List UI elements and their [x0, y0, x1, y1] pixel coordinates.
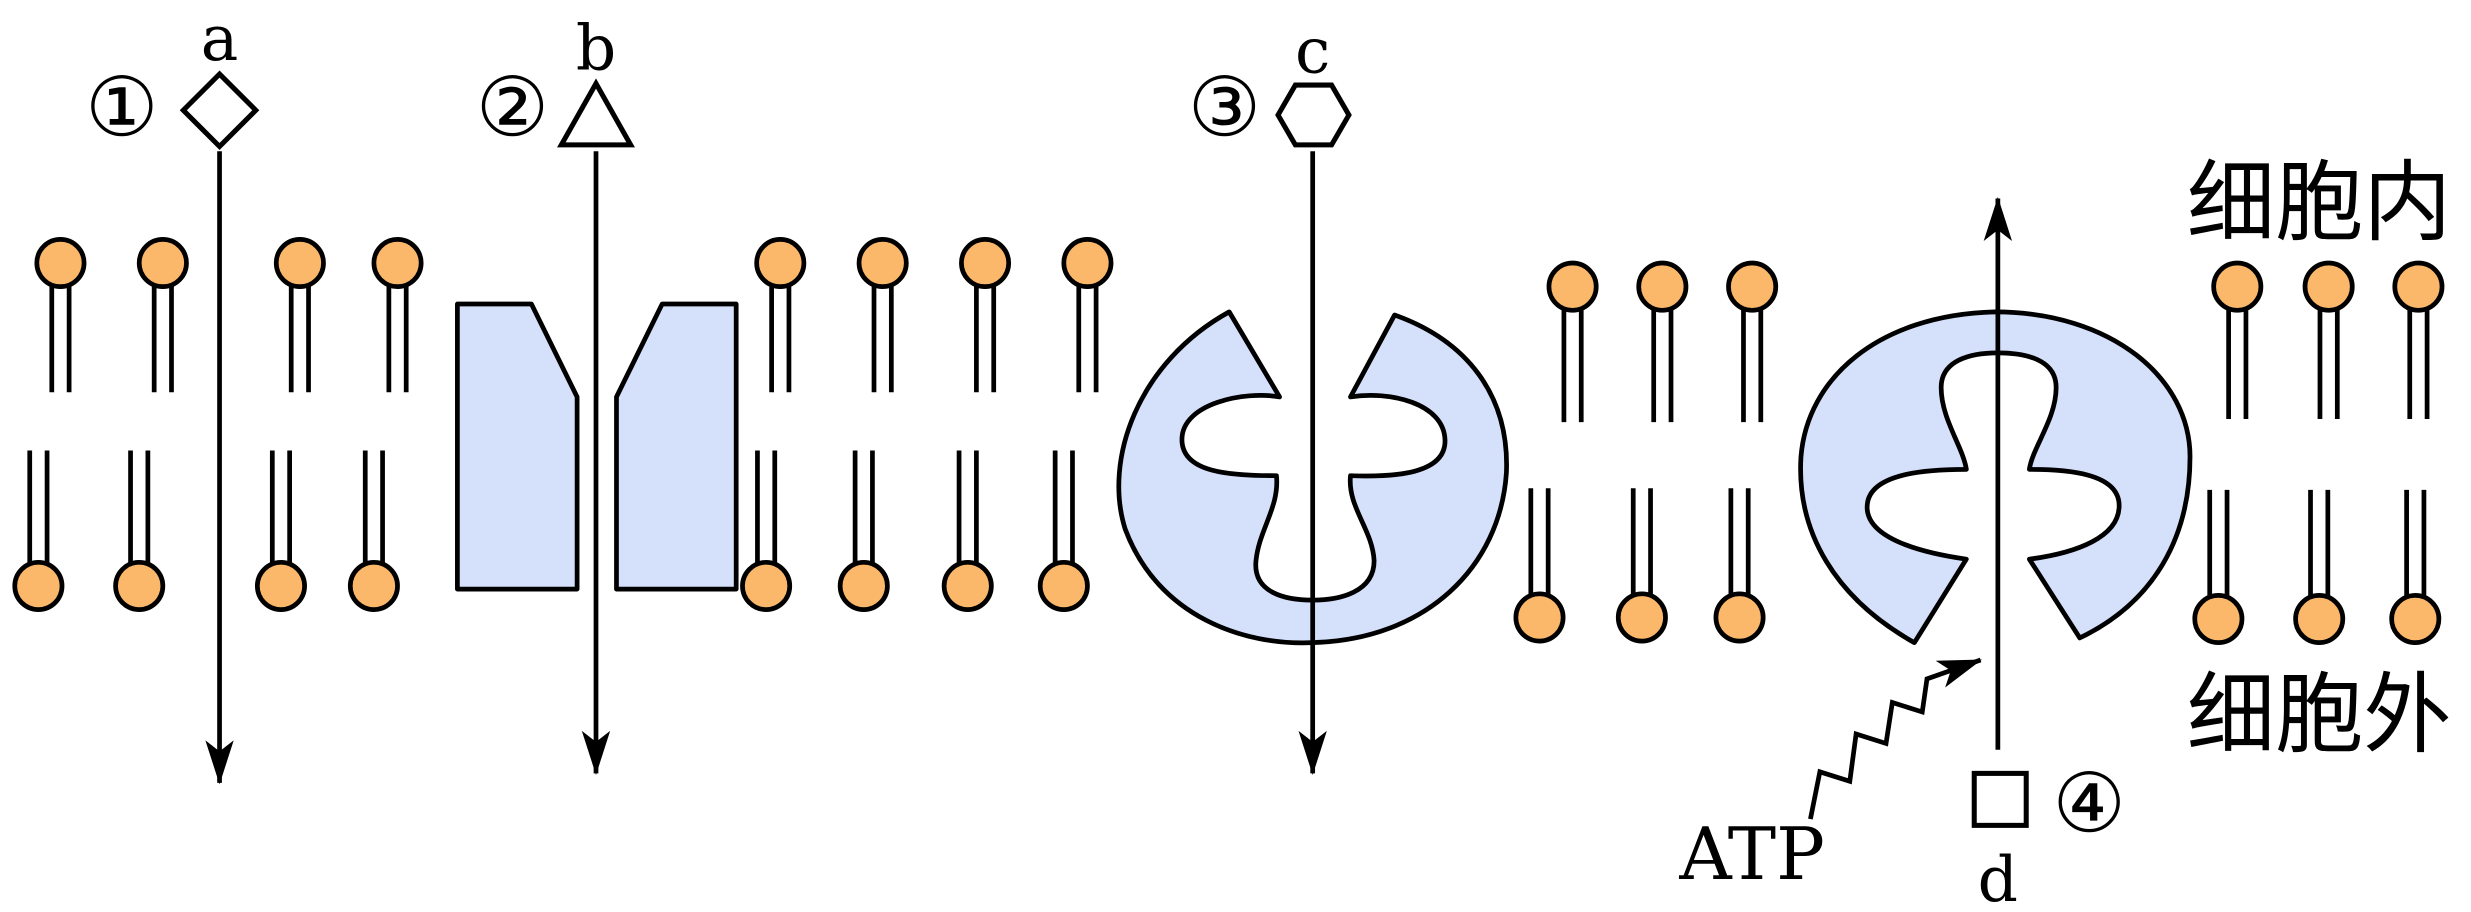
- phospholipid-head: [371, 237, 424, 290]
- phospholipid: [856, 237, 909, 393]
- phospholipid: [1546, 260, 1599, 423]
- phospholipid-head: [1061, 237, 1114, 290]
- phospholipid-head: [2293, 593, 2346, 646]
- phospholipid-head: [754, 237, 807, 290]
- phospholipid-head: [1037, 559, 1090, 612]
- substance-label-b: b: [576, 11, 616, 84]
- phospholipid: [371, 237, 424, 393]
- phospholipid-head: [347, 559, 400, 612]
- phospholipid: [347, 450, 400, 612]
- phospholipid-head: [136, 237, 189, 290]
- phospholipid: [959, 237, 1012, 393]
- phospholipid-head: [2302, 260, 2355, 313]
- phospholipid-head: [1513, 591, 1566, 644]
- substance-label-d: d: [1978, 843, 2018, 912]
- phospholipid: [1713, 488, 1766, 644]
- phospholipid-head: [2192, 593, 2245, 646]
- phospholipid: [1037, 450, 1090, 612]
- phospholipid-head: [113, 559, 166, 612]
- region-label-outside: 细胞外: [2187, 663, 2452, 766]
- substance-c-hexagon-icon: [1275, 82, 1352, 148]
- phospholipid: [113, 450, 166, 612]
- phospholipid: [1615, 488, 1668, 644]
- phospholipid-head: [12, 559, 65, 612]
- phospholipid-head: [34, 237, 87, 290]
- pathway-number-2: ②: [476, 60, 549, 155]
- carrier-protein-active: [1798, 309, 2193, 646]
- phospholipid-head: [740, 559, 793, 612]
- phospholipid: [2293, 489, 2346, 646]
- phospholipid: [837, 450, 890, 612]
- substance-label-a: a: [201, 2, 239, 75]
- phospholipid-head: [1546, 260, 1599, 313]
- atp-energy-arrow: [1808, 657, 1983, 820]
- channel-protein-right-half: [614, 301, 739, 592]
- phospholipid: [34, 237, 87, 393]
- substance-label-c: c: [1295, 14, 1330, 87]
- phospholipid: [2392, 260, 2445, 419]
- phospholipid-head: [959, 237, 1012, 290]
- phospholipid-bilayer: [12, 237, 2445, 646]
- channel-protein-left-half: [455, 301, 580, 592]
- phospholipid-head: [2211, 260, 2264, 313]
- phospholipid: [12, 450, 65, 612]
- phospholipid: [740, 450, 793, 612]
- atp-label: ATP: [1678, 813, 1824, 897]
- phospholipid: [1513, 488, 1566, 644]
- phospholipid: [2302, 260, 2355, 419]
- substance-d-square-icon: [1971, 770, 2029, 828]
- phospholipid-head: [856, 237, 909, 290]
- phospholipid: [136, 237, 189, 393]
- phospholipid-head: [273, 237, 326, 290]
- phospholipid: [254, 450, 307, 612]
- phospholipid-head: [1726, 260, 1779, 313]
- substance-a-diamond-icon: [179, 70, 260, 151]
- carrier-protein-passive: [1116, 309, 1509, 646]
- phospholipid: [2389, 489, 2442, 646]
- phospholipid: [2211, 260, 2264, 419]
- phospholipid: [1726, 260, 1779, 423]
- substance-b-triangle-icon: [557, 78, 635, 148]
- channel-protein: [455, 301, 739, 592]
- phospholipid: [1061, 237, 1114, 393]
- phospholipid: [1636, 260, 1689, 423]
- pathway-number-1: ①: [85, 60, 158, 155]
- phospholipid-head: [1615, 591, 1668, 644]
- phospholipid-head: [254, 559, 307, 612]
- phospholipid-head: [2389, 593, 2442, 646]
- phospholipid-head: [1636, 260, 1689, 313]
- pathway-number-3: ③: [1188, 60, 1261, 155]
- phospholipid-head: [941, 559, 994, 612]
- phospholipid-head: [1713, 591, 1766, 644]
- phospholipid: [273, 237, 326, 393]
- pathway-number-4: ④: [2053, 757, 2126, 852]
- phospholipid: [754, 237, 807, 393]
- phospholipid-head: [2392, 260, 2445, 313]
- phospholipid: [941, 450, 994, 612]
- phospholipid: [2192, 489, 2245, 646]
- phospholipid-head: [837, 559, 890, 612]
- region-label-inside: 细胞内: [2187, 151, 2452, 254]
